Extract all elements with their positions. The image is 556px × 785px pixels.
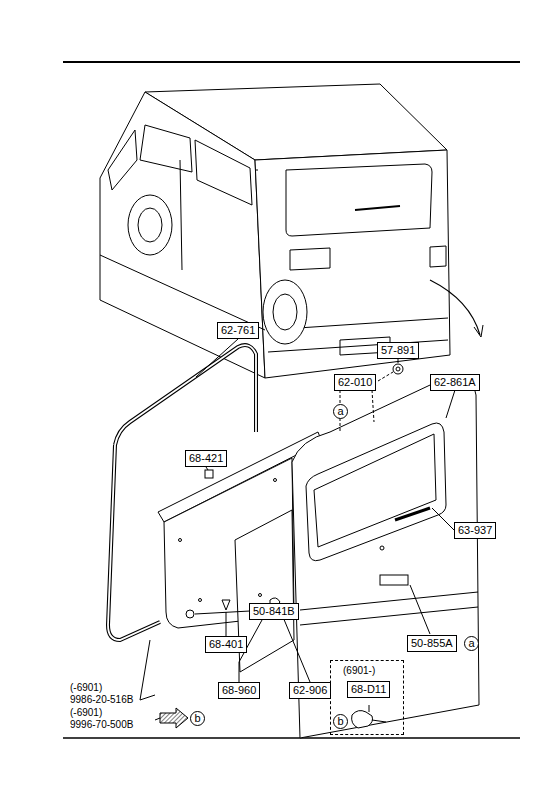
callout-letter: a (468, 637, 474, 649)
part-number: 62-906 (293, 684, 327, 696)
part-number-box: 50-855A (407, 635, 457, 652)
part-number: 50-855A (411, 637, 453, 649)
part-number-box: 62-906 (289, 682, 331, 699)
callout-circle: a (333, 404, 348, 419)
callout-letter: b (337, 715, 343, 727)
part-number: 62-861A (434, 376, 476, 388)
part-number: 63-937 (458, 524, 492, 536)
part-number: 68-421 (189, 452, 223, 464)
part-note: (-6901) (70, 682, 102, 694)
part-number-box: 68-D11 (347, 681, 390, 698)
part-number: 68-401 (209, 638, 243, 650)
callout-circle: b (333, 714, 348, 729)
part-number: 68-D11 (351, 683, 386, 695)
part-number-box: 68-401 (205, 636, 247, 653)
callout-circle: b (190, 711, 205, 726)
part-note: 9996-70-500B (70, 719, 133, 731)
dashed-group-box: (6901-) 68-D11 b (330, 660, 404, 735)
part-number-box: 62-761 (217, 322, 259, 339)
callout-letter: a (337, 405, 343, 417)
callout-circle: a (464, 636, 479, 651)
part-note: (-6901) (70, 707, 102, 719)
part-number-box: 63-937 (454, 522, 496, 539)
part-number-box: 62-010 (334, 374, 376, 391)
part-number-box: 68-960 (218, 682, 260, 699)
part-note: 9986-20-516B (70, 694, 133, 706)
part-number: 57-891 (381, 344, 415, 356)
part-number: (6901-) (343, 664, 375, 677)
part-number: 50-841B (253, 605, 295, 617)
part-number-box: 68-421 (185, 450, 227, 467)
part-number-box: 57-891 (377, 342, 419, 359)
part-number-box: 62-861A (430, 374, 480, 391)
part-number-box: 50-841B (249, 603, 299, 620)
callout-letter: b (194, 712, 200, 724)
part-number: 68-960 (222, 684, 256, 696)
part-number: 62-761 (221, 324, 255, 336)
part-number: 62-010 (338, 376, 372, 388)
